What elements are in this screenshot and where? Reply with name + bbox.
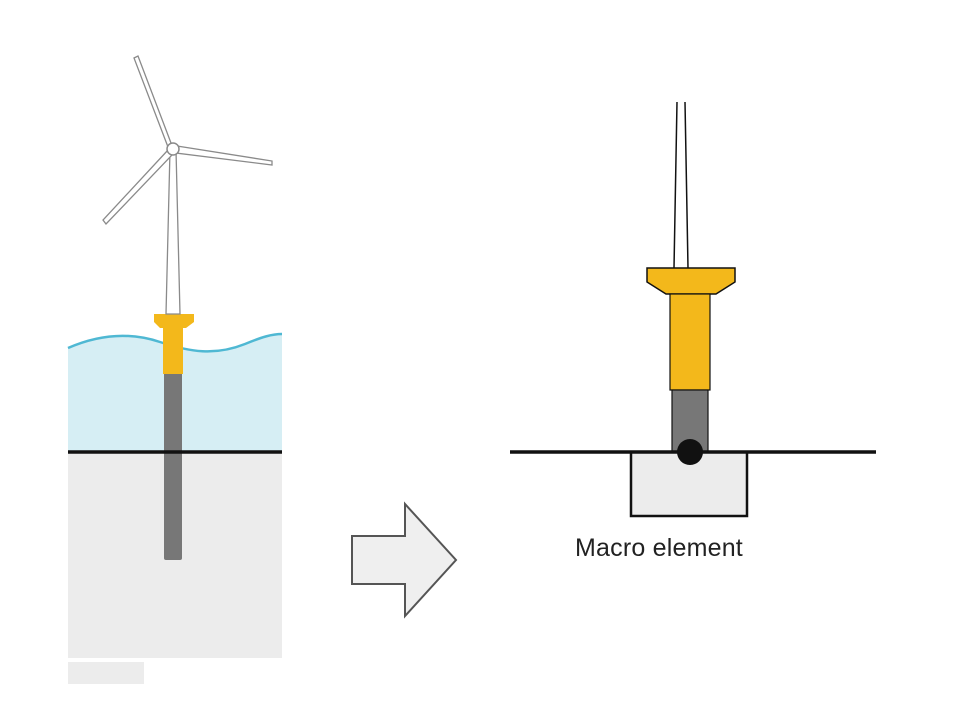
rotor-hub xyxy=(166,142,180,156)
macro-element-node xyxy=(677,439,703,465)
monopile xyxy=(164,372,182,560)
transition-piece-platform-simplified xyxy=(646,267,736,295)
macro-element-icon xyxy=(510,101,876,518)
transition-piece xyxy=(163,326,183,374)
transition-piece-platform xyxy=(154,314,194,328)
right-arrow-icon xyxy=(351,501,458,619)
tower-simplified xyxy=(673,101,689,269)
tower xyxy=(165,149,181,315)
blade-left xyxy=(102,149,174,226)
blade-right xyxy=(175,145,273,166)
macro-element-caption: Macro element xyxy=(575,534,743,562)
transition-piece-simplified xyxy=(669,293,711,391)
offshore-turbine-panel xyxy=(67,55,283,684)
bottom-block xyxy=(68,662,144,684)
blade-up xyxy=(133,55,172,149)
wave-line xyxy=(67,332,283,353)
